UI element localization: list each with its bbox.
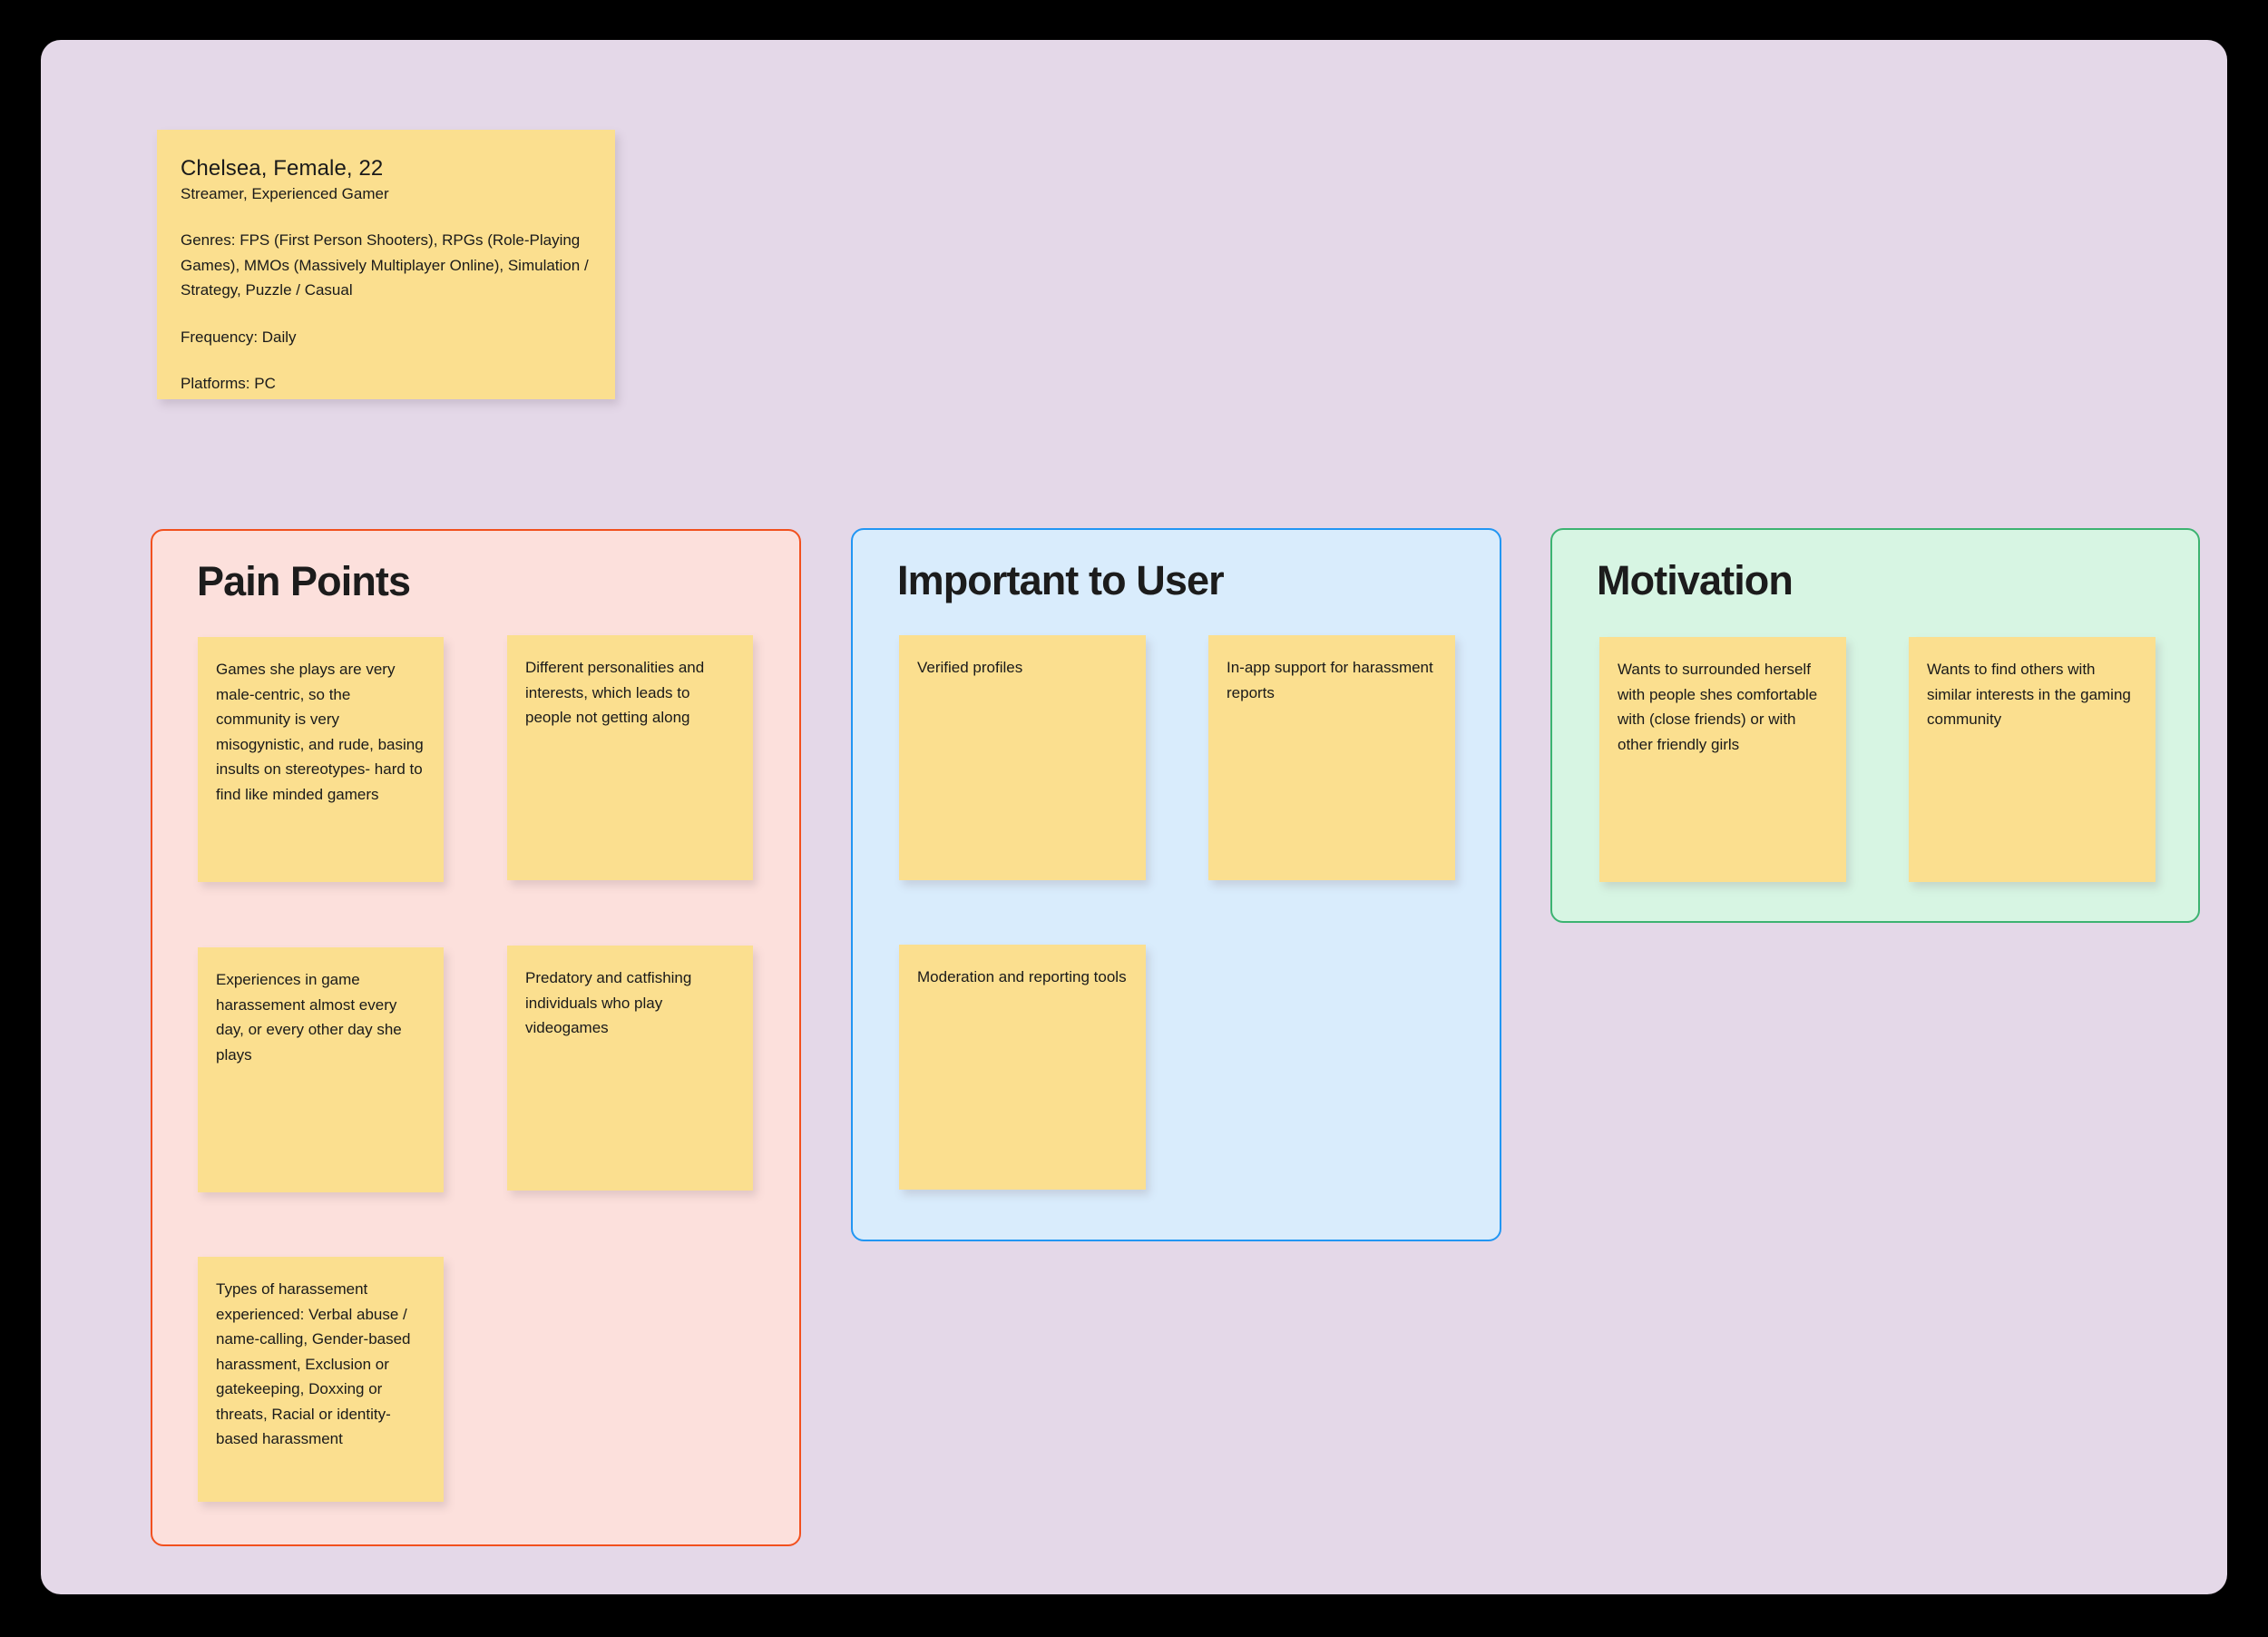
persona-role: Streamer, Experienced Gamer — [181, 185, 389, 202]
sticky-note[interactable]: Verified profiles — [899, 635, 1146, 880]
persona-name: Chelsea, Female, 22 — [181, 156, 384, 181]
sticky-note[interactable]: Games she plays are very male-centric, s… — [198, 637, 444, 882]
sticky-note[interactable]: Moderation and reporting tools — [899, 945, 1146, 1190]
sticky-note[interactable]: Predatory and catfishing individuals who… — [507, 946, 753, 1191]
sticky-note[interactable]: Different personalities and interests, w… — [507, 635, 753, 880]
persona-card[interactable]: Chelsea, Female, 22 Streamer, Experience… — [157, 130, 615, 399]
sticky-note[interactable]: Wants to surrounded herself with people … — [1599, 637, 1846, 882]
panel-title-motivation: Motivation — [1597, 557, 1794, 603]
panel-title-important-to-user: Important to User — [897, 557, 1225, 603]
sticky-note[interactable]: In-app support for harassment reports — [1208, 635, 1455, 880]
sticky-note[interactable]: Wants to find others with similar intere… — [1909, 637, 2156, 882]
persona-frequency: Frequency: Daily — [181, 328, 297, 346]
panel-title-pain-points: Pain Points — [197, 558, 411, 604]
sticky-note[interactable]: Types of harassement experienced: Verbal… — [198, 1257, 444, 1502]
persona-genres: Genres: FPS (First Person Shooters), RPG… — [181, 231, 589, 299]
persona-platforms: Platforms: PC — [181, 375, 276, 393]
board-canvas: Chelsea, Female, 22 Streamer, Experience… — [41, 40, 2227, 1594]
sticky-note[interactable]: Experiences in game harassement almost e… — [198, 947, 444, 1192]
